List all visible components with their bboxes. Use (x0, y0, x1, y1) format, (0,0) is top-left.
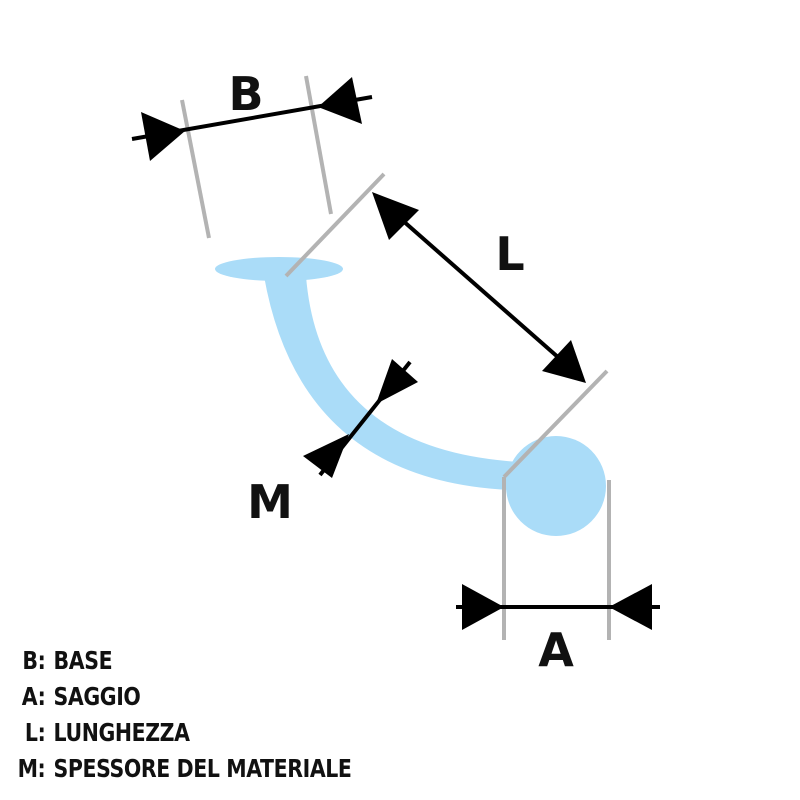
base-dimension: B (131, 67, 373, 239)
base-arrowhead-right (318, 77, 362, 124)
legend-key: M: (17, 754, 46, 783)
length-extension-top (284, 172, 386, 278)
curved-bar (264, 276, 520, 490)
length-extension-bottom (502, 369, 609, 479)
length-arrowhead-top (372, 192, 419, 240)
legend-value: SAGGIO (53, 682, 141, 711)
legend-item-gauge: A: SAGGIO (6, 682, 465, 718)
legend-value: LUNGHEZZA (53, 718, 190, 747)
base-extension-right (304, 75, 333, 215)
legend-item-thickness: M: SPESSORE DEL MATERIALE (6, 754, 465, 790)
legend-value: SPESSORE DEL MATERIALE (53, 754, 352, 783)
flat-disc-base (215, 257, 343, 281)
piercing-jewelry (215, 257, 606, 536)
legend-key: B: (22, 646, 46, 675)
length-dimension: L (284, 172, 609, 479)
legend-key: L: (24, 718, 46, 747)
ball-end (506, 436, 606, 536)
gauge-dimension: A (456, 477, 660, 677)
legend-item-length: L: LUNGHEZZA (6, 718, 465, 754)
thickness-label: M (247, 475, 293, 529)
legend-item-base: B: BASE (6, 646, 465, 682)
dimension-legend: B: BASE A: SAGGIO L: LUNGHEZZA M: SPESSO… (6, 646, 566, 790)
legend-value: BASE (53, 646, 113, 675)
base-label: B (228, 67, 263, 121)
gauge-arrowhead-right (609, 584, 652, 630)
length-label: L (495, 227, 524, 281)
thickness-arrowhead-outer (376, 359, 418, 404)
length-dimension-line (383, 203, 578, 375)
gauge-label: A (538, 623, 574, 677)
thickness-dimension: M (247, 359, 418, 529)
thickness-arrowhead-inner (303, 434, 349, 478)
legend-key: A: (21, 682, 46, 711)
gauge-arrowhead-left (462, 584, 504, 630)
base-arrowhead-left (141, 112, 185, 161)
length-arrowhead-bottom (542, 340, 586, 383)
base-extension-left (180, 99, 211, 239)
